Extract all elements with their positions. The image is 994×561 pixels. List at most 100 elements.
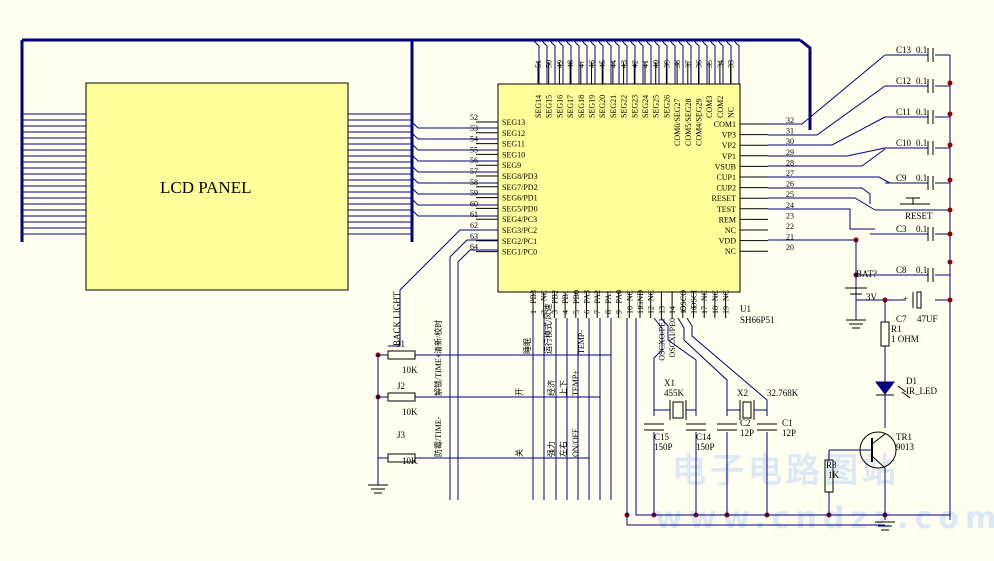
- ic-pin-number: 14: [668, 306, 677, 314]
- pot-value: 10K: [402, 407, 418, 417]
- ic-pin-name: NC: [725, 226, 736, 235]
- ic-pin-number: 45: [598, 60, 607, 68]
- x1-value: 455K: [664, 388, 685, 398]
- pot-value: 10K: [402, 456, 418, 466]
- watermark: 电子电路图站 www.cndzz.com: [655, 451, 994, 536]
- ic-pin-name: TEST: [717, 205, 736, 214]
- ic-pin-name: NC: [711, 290, 720, 301]
- ic-pin-name: GND: [636, 290, 645, 308]
- cap-ref: C13: [896, 45, 912, 55]
- ic-pin-number: 56: [470, 156, 478, 165]
- ic-pin-number: 41: [641, 60, 650, 68]
- osc-cap-value: 12P: [740, 428, 754, 438]
- x2-value: 32.768K: [767, 388, 799, 398]
- control-label: 睡眠: [523, 338, 532, 354]
- ic-pin-name: SEG7/PD2: [502, 183, 538, 192]
- c7-plus: +: [903, 294, 908, 304]
- r1-value: 1 OHM: [891, 334, 919, 344]
- ic-pin-number: 31: [786, 127, 794, 136]
- ic-pin-number: 25: [786, 190, 794, 199]
- control-label: ON/OFF: [571, 428, 580, 457]
- ic-pin-number: 22: [786, 222, 794, 231]
- ic-pin-name: RESET: [712, 194, 737, 203]
- oscillator-wiring: [626, 317, 950, 526]
- ic-pin-name: VSUB: [715, 162, 736, 171]
- battery: [845, 240, 867, 329]
- ic-pin-name: SEG1/PC0: [502, 248, 537, 257]
- cap-ref: C3: [896, 224, 907, 234]
- ic-pin-number: 48: [566, 60, 575, 68]
- ic-pin-number: 55: [470, 145, 478, 154]
- osc-cap-value: 12P: [782, 428, 796, 438]
- lcd-bus: [20, 38, 812, 242]
- ic-pin-name: SEG9: [502, 161, 521, 170]
- control-wiring: [377, 229, 612, 500]
- ic-pin-number: 29: [786, 148, 794, 157]
- c7-value: 47UF: [917, 314, 938, 324]
- ic-pin-number: 34: [716, 60, 725, 68]
- ic-pin-number: 11: [636, 306, 645, 314]
- control-label: 解锁/TIME+: [433, 353, 443, 396]
- ic-pin-name: PB1: [561, 290, 570, 304]
- ic-pin-number: 23: [786, 211, 794, 220]
- ic-pin-name: COM1: [714, 120, 736, 129]
- ic-pin-name: COM5/SEG28: [684, 98, 693, 146]
- osc-cap-ref: C1: [782, 418, 793, 428]
- tr1-value: 9013: [896, 442, 915, 452]
- cap-value: 0.1: [916, 76, 927, 86]
- c7-capacitor: [912, 291, 922, 309]
- ic-pin-name: NC: [722, 290, 731, 301]
- ic-pin-number: 18: [711, 306, 720, 314]
- ic-pin-name: VP3: [722, 131, 736, 140]
- ic-pin-name: SEG2/PC1: [502, 237, 537, 246]
- control-label: TEMP+: [571, 370, 580, 396]
- x2-ref: X2: [737, 388, 748, 398]
- ic-pin-number: 30: [786, 137, 794, 146]
- ic-pin-name: COM4/SEG29: [695, 98, 704, 146]
- ic-pin-name: PB0: [572, 290, 581, 304]
- ic-pin-name: NC: [540, 290, 549, 301]
- ic-pin-number: 33: [727, 60, 736, 68]
- cap-value: 0.1: [916, 265, 927, 275]
- ic-pin-name: SEG14: [534, 95, 543, 118]
- ic-pin-name: PA0: [615, 290, 624, 304]
- control-label: 关: [514, 449, 524, 457]
- ic-pin-name: SEG12: [502, 129, 525, 138]
- ic-pin-name: SEG5/PD0: [502, 204, 538, 213]
- ic-pin-name: VP1: [722, 152, 736, 161]
- ic-pin-number: 9: [615, 310, 624, 314]
- ic-pin-number: 38: [673, 60, 682, 68]
- ic-designator: U1: [740, 304, 751, 314]
- ic-pin-number: 27: [786, 169, 794, 178]
- ic-pin-number: 44: [609, 60, 618, 68]
- ic-pin-name: SEG13: [502, 118, 525, 127]
- control-label: 清新/校时: [433, 320, 443, 354]
- ic-pin-name: NC: [725, 247, 736, 256]
- ic-pin-number: 19: [722, 306, 731, 314]
- ic-pin-name: SEG19: [588, 95, 597, 118]
- ic-pin-number: 21: [786, 233, 794, 242]
- d1-value: IR_LED: [906, 386, 937, 396]
- osc-cap-ref: C15: [654, 432, 670, 442]
- ic-pin-number: 37: [684, 60, 693, 68]
- ic-pin-number: 2: [540, 310, 549, 314]
- ic-pin-number: 7: [593, 310, 602, 314]
- osc-cap-ref: C14: [696, 432, 712, 442]
- ic-pin-name: SEG11: [502, 140, 525, 149]
- cap-ref: C11: [896, 107, 911, 117]
- ic-pin-name: SEG25: [652, 95, 661, 118]
- ic-pin-number: 8: [604, 310, 613, 314]
- ic-pin-number: 42: [630, 60, 639, 68]
- control-label: 上下: [559, 380, 568, 396]
- ic-pin-number: 52: [470, 113, 478, 122]
- ic-pin-name: OSCI: [690, 290, 699, 309]
- watermark-cn: 电子电路图站: [672, 451, 900, 491]
- ic-pin-number: 54: [470, 135, 478, 144]
- ic-pin-number: 28: [786, 158, 794, 167]
- r1-ref: R1: [891, 324, 902, 334]
- ic-pin-name: CUP2: [716, 184, 736, 193]
- ic-pin-number: 20: [786, 243, 794, 252]
- r3-value: 1K: [828, 470, 840, 480]
